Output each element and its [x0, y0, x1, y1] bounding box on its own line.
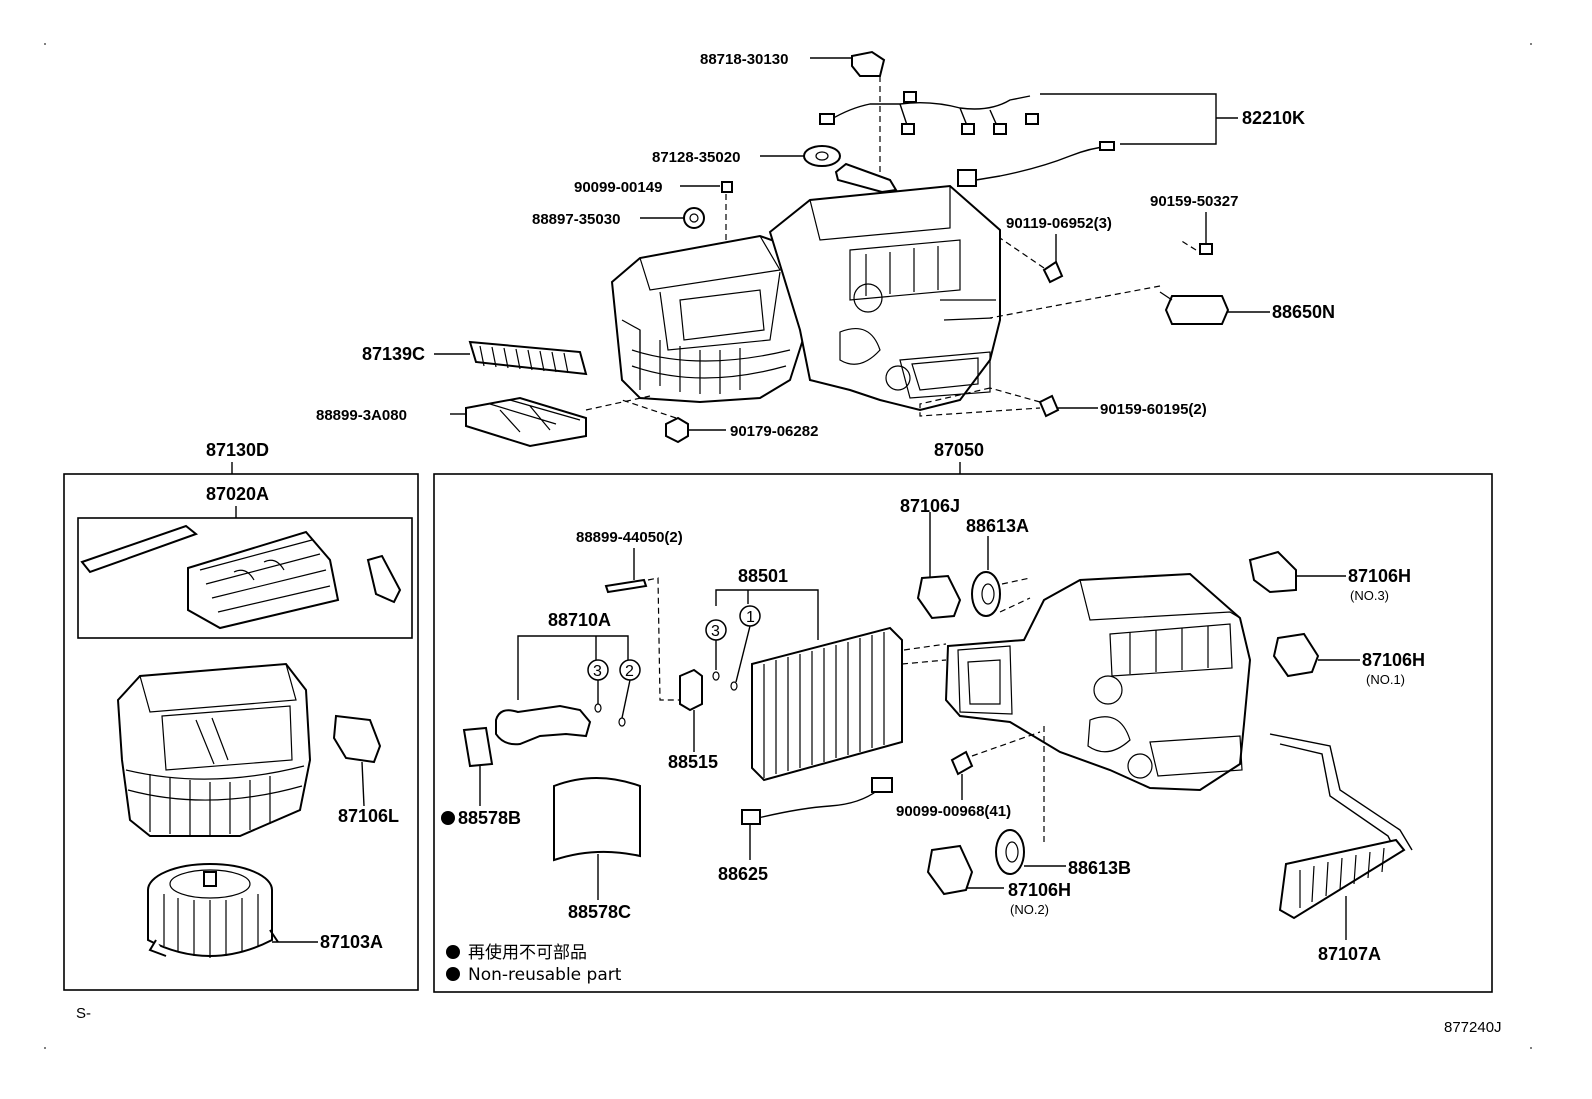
label-88718-30130: 88718-30130 — [700, 51, 788, 68]
label-88899-44050: 88899-44050(2) — [576, 529, 683, 546]
label-87139C: 87139C — [362, 344, 425, 364]
expansion-valve-88515 — [679, 668, 703, 752]
label-88710A: 88710A — [548, 610, 611, 630]
gear-88613B — [995, 829, 1066, 875]
clamp-88718-30130 — [810, 50, 886, 186]
filter-case-88899-3A080 — [450, 395, 651, 448]
sublabel-87106H-no1: (NO.1) — [1366, 672, 1405, 687]
label-88899-3A080: 88899-3A080 — [316, 407, 407, 424]
screw-90119-06952 — [999, 234, 1064, 284]
circled-2-text: 2 — [625, 663, 634, 680]
evaporator-88501: 3 1 — [705, 589, 903, 782]
label-87106H-no3: 87106H — [1348, 566, 1411, 586]
insulator-88578C — [553, 777, 641, 900]
legend: 再使用不可部品 Non-reusable part — [446, 942, 622, 985]
non-reusable-dot — [441, 811, 455, 825]
frame-87130D — [63, 473, 419, 991]
label-88515: 88515 — [668, 752, 718, 772]
screw-90099-00968 — [950, 726, 1045, 846]
label-90179-06282: 90179-06282 — [730, 423, 818, 440]
legend-text-en: Non-reusable part — [468, 965, 622, 985]
servo-87106H-no2 — [926, 844, 1004, 896]
seal-88578B — [441, 726, 494, 825]
legend-dot-ja — [446, 945, 460, 959]
thermistor-88625 — [741, 777, 893, 860]
hvac-unit-top-assembly — [610, 184, 1001, 412]
corner-prefix: S- — [76, 1005, 91, 1022]
legend-text-ja: 再使用不可部品 — [468, 942, 587, 963]
label-90099-00968: 90099-00968(41) — [896, 803, 1011, 820]
label-90099-00149: 90099-00149 — [574, 179, 662, 196]
illustration-number: 877240J — [1444, 1019, 1502, 1036]
label-90159-60195: 90159-60195(2) — [1100, 401, 1207, 418]
grommet-87128-35020 — [760, 145, 898, 194]
label-88650N: 88650N — [1272, 302, 1335, 322]
label-87106H-no2: 87106H — [1008, 880, 1071, 900]
label-87050: 87050 — [934, 440, 984, 460]
circled-3-a-text: 3 — [593, 663, 602, 680]
label-87130D: 87130D — [206, 440, 269, 460]
resistor-87106L — [332, 714, 382, 807]
sublabel-87106H-no2: (NO.2) — [1010, 902, 1049, 917]
gear-88613A — [971, 536, 1031, 617]
nut-90179-06282 — [621, 399, 726, 444]
label-87103A: 87103A — [320, 932, 383, 952]
label-87106L: 87106L — [338, 806, 399, 826]
circled-1-text: 1 — [746, 609, 755, 626]
label-87128-35020: 87128-35020 — [652, 149, 740, 166]
label-87107A: 87107A — [1318, 944, 1381, 964]
servo-87106H-no1 — [1272, 632, 1360, 678]
blower-motor-87103A — [147, 863, 318, 958]
servo-87106J — [916, 512, 962, 620]
sublabel-87106H-no3: (NO.3) — [1350, 588, 1389, 603]
corner-marks — [44, 43, 1532, 1049]
screw-90159-60195 — [919, 387, 1098, 418]
label-88578C: 88578C — [568, 902, 631, 922]
label-88613A: 88613A — [966, 516, 1029, 536]
circled-3-b-text: 3 — [711, 623, 720, 640]
label-90159-50327: 90159-50327 — [1150, 193, 1238, 210]
label-88625: 88625 — [718, 864, 768, 884]
filter-87139C — [434, 340, 588, 376]
seal-88897-35030 — [640, 207, 705, 229]
frame-87050 — [433, 473, 1493, 993]
label-88501: 88501 — [738, 566, 788, 586]
heater-core-87107A — [1269, 733, 1413, 940]
sensor-88650N — [989, 285, 1270, 325]
servo-87106H-no3 — [1248, 550, 1346, 594]
label-82210K: 82210K — [1242, 108, 1305, 128]
screw-90099-00149 — [680, 181, 733, 240]
label-88578B: 88578B — [458, 808, 521, 828]
frame-87020A — [77, 517, 413, 639]
label-87106H-no1: 87106H — [1362, 650, 1425, 670]
legend-dot-en — [446, 967, 460, 981]
case-87020A — [80, 524, 402, 630]
label-87106J: 87106J — [900, 496, 960, 516]
wire-harness-82210K — [819, 91, 1238, 187]
blower-case-87130D — [116, 662, 312, 837]
pipe-88710A: 3 2 — [495, 635, 641, 746]
label-88897-35030: 88897-35030 — [532, 211, 620, 228]
label-88613B: 88613B — [1068, 858, 1131, 878]
label-87020A: 87020A — [206, 484, 269, 504]
screw-90159-50327 — [1179, 212, 1213, 255]
label-90119-06952: 90119-06952(3) — [1006, 215, 1112, 232]
heater-unit-case-87050 — [901, 572, 1252, 792]
bolt-88899-44050 — [604, 548, 680, 701]
